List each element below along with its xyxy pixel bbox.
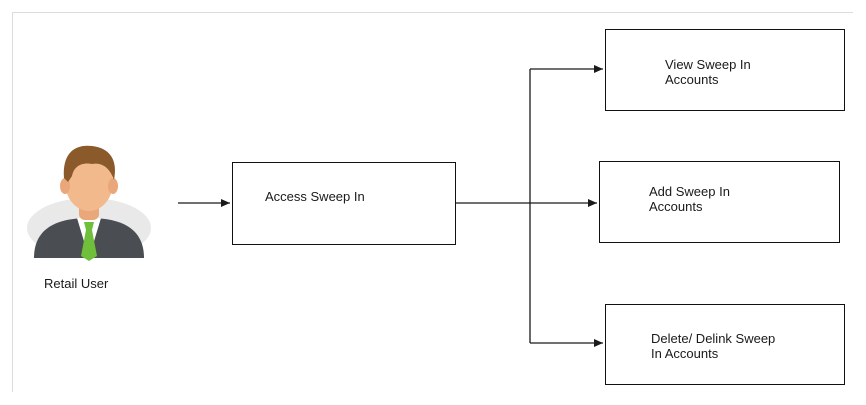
delete-delink-sweep-in-box: Delete/ Delink Sweep In Accounts xyxy=(605,304,845,385)
view-sweep-in-label: View Sweep In Accounts xyxy=(665,57,751,87)
diagram-frame xyxy=(12,12,853,392)
view-sweep-in-box: View Sweep In Accounts xyxy=(605,29,845,111)
add-sweep-in-label: Add Sweep In Accounts xyxy=(649,184,730,214)
actor-label: Retail User xyxy=(44,276,109,291)
access-sweep-in-box: Access Sweep In xyxy=(232,162,456,245)
retail-user-avatar-icon xyxy=(22,140,156,269)
delete-delink-sweep-in-label: Delete/ Delink Sweep In Accounts xyxy=(651,331,776,361)
add-sweep-in-box: Add Sweep In Accounts xyxy=(599,161,840,243)
access-sweep-in-label: Access Sweep In xyxy=(265,189,365,204)
